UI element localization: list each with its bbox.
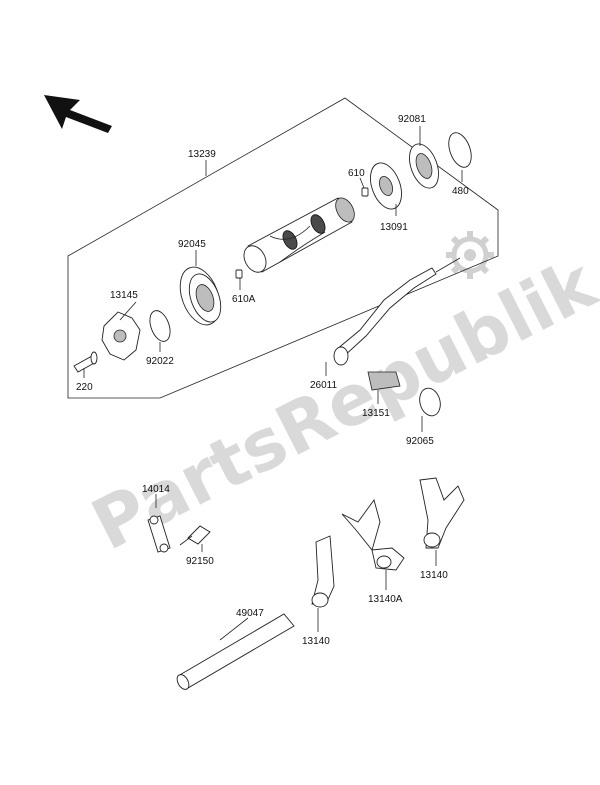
label-13140a: 13140A [368, 594, 403, 605]
label-49047: 49047 [236, 608, 264, 619]
shift-cam [101, 311, 141, 361]
label-13239: 13239 [188, 149, 216, 160]
label-92065: 92065 [406, 436, 434, 447]
ring-92081 [409, 143, 439, 189]
label-92045: 92045 [178, 239, 206, 250]
label-220: 220 [76, 382, 93, 393]
circlip-480 [448, 132, 472, 168]
pin-610a [235, 269, 243, 279]
label-13151: 13151 [362, 408, 390, 419]
lever-14014 [147, 515, 171, 553]
fork-rod [176, 613, 295, 690]
washer-92065 [419, 387, 441, 417]
bolt-220 [73, 351, 98, 373]
label-610a: 610A [232, 294, 256, 305]
part-labels: 13239 92081 610 480 13091 92045 13145 61… [76, 114, 469, 647]
assembly-outline [67, 97, 499, 399]
shift-drum [243, 197, 355, 273]
label-13091: 13091 [380, 222, 408, 233]
label-13140-lower: 13140 [302, 636, 330, 647]
bearing [179, 266, 222, 326]
shift-shaft [333, 257, 461, 366]
washer-92022 [149, 310, 171, 342]
drum-plate [370, 162, 402, 210]
shift-fork-right [419, 477, 465, 549]
label-92150: 92150 [186, 556, 214, 567]
label-480: 480 [452, 186, 469, 197]
label-92081: 92081 [398, 114, 426, 125]
shift-fork-middle [341, 498, 405, 571]
spring-13151 [367, 371, 401, 391]
front-arrow-icon [44, 95, 112, 133]
label-13140-right: 13140 [420, 570, 448, 581]
label-26011: 26011 [310, 380, 338, 391]
bolt-92150 [179, 525, 211, 546]
label-13145: 13145 [110, 290, 138, 301]
shift-fork-lower [311, 535, 335, 608]
label-14014: 14014 [142, 484, 170, 495]
label-92022: 92022 [146, 356, 174, 367]
pin-610 [361, 187, 369, 197]
label-610: 610 [348, 168, 365, 179]
leader-lines [83, 126, 463, 641]
gear-icon [446, 231, 494, 279]
